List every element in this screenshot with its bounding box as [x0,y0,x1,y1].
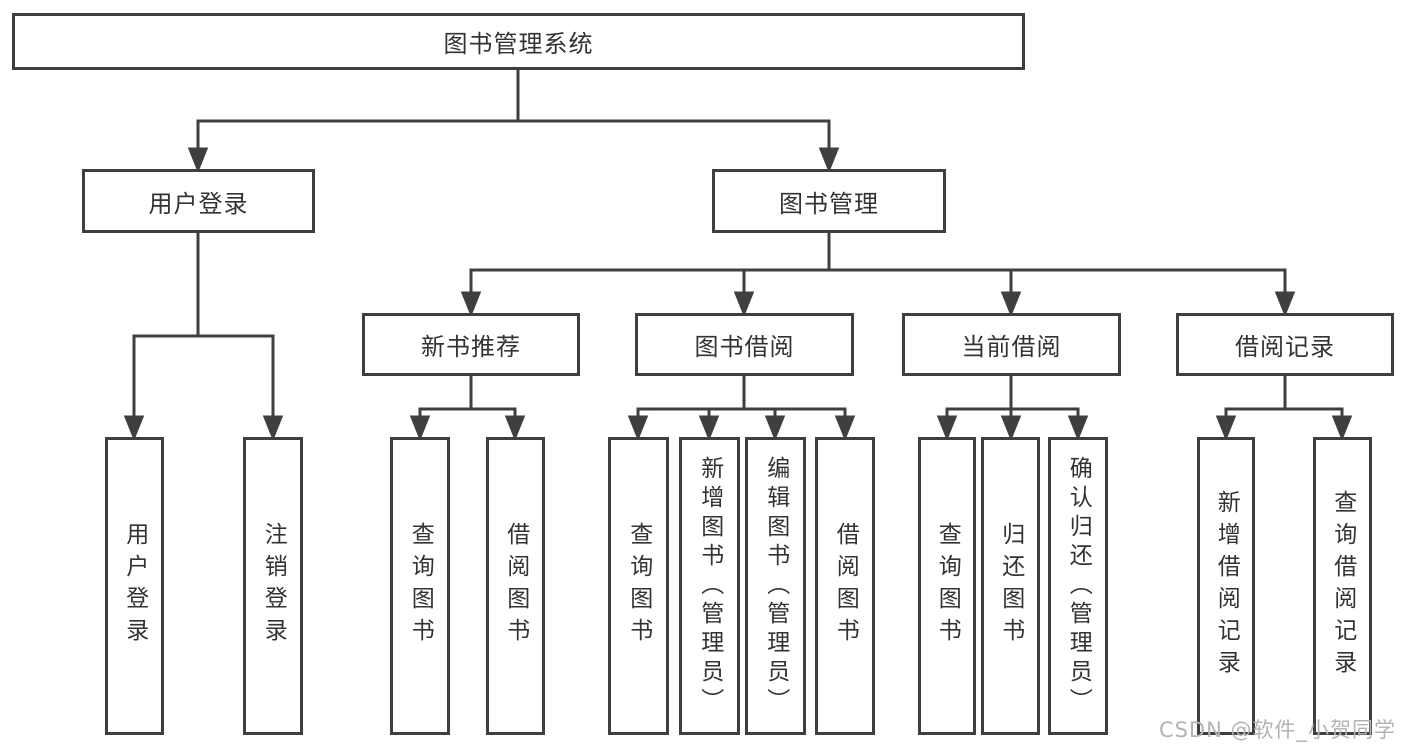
node-book-borrow-label: 图书借阅 [694,333,795,361]
leaf-edit-book-admin: 编辑图书（管理员） [745,437,806,735]
leaf-borrow-books-recommend-label: 借阅图书 [502,522,529,650]
leaf-query-borrow-record: 查询借阅记录 [1313,437,1372,735]
leaf-add-book-admin-label: 新增图书（管理员） [696,455,723,717]
leaf-edit-book-admin-label: 编辑图书（管理员） [762,455,789,717]
leaf-user-login-label: 用户登录 [121,522,148,650]
leaf-confirm-return-admin: 确认归还（管理员） [1048,437,1108,735]
connector-root-to-level2 [187,68,840,174]
leaf-query-books-current: 查询图书 [918,437,976,735]
leaf-query-borrow-record-label: 查询借阅记录 [1329,490,1356,682]
node-borrow-records: 借阅记录 [1176,313,1394,376]
connector-user-login-to-leaves [123,231,284,442]
leaf-add-borrow-record-label: 新增借阅记录 [1213,490,1240,682]
connector-book-mgmt-to-level3 [460,231,1296,318]
connector-current-to-leaves [936,374,1089,442]
leaf-query-books-current-label: 查询图书 [934,522,961,650]
leaf-query-books-recommend-label: 查询图书 [407,522,434,650]
node-book-borrow: 图书借阅 [635,313,854,376]
leaf-return-books-label: 归还图书 [997,522,1024,650]
leaf-query-books-recommend: 查询图书 [390,437,450,735]
node-current-borrow-label: 当前借阅 [961,333,1062,361]
leaf-logout: 注销登录 [243,437,303,735]
leaf-add-book-admin: 新增图书（管理员） [679,437,740,735]
leaf-logout-label: 注销登录 [260,522,287,650]
leaf-user-login: 用户登录 [105,437,164,735]
leaf-return-books: 归还图书 [981,437,1040,735]
node-borrow-records-label: 借阅记录 [1235,333,1335,361]
leaf-borrow-books-label: 借阅图书 [832,522,859,650]
connector-new-book-to-leaves [409,374,526,442]
leaf-query-books-borrow-label: 查询图书 [625,522,652,650]
leaf-confirm-return-admin-label: 确认归还（管理员） [1065,455,1092,717]
leaf-add-borrow-record: 新增借阅记录 [1197,437,1255,735]
node-new-book-recommend-label: 新书推荐 [421,333,521,361]
node-root: 图书管理系统 [12,13,1025,70]
leaf-borrow-books-recommend: 借阅图书 [486,437,545,735]
connector-book-borrow-to-leaves [627,374,856,442]
node-user-login-label: 用户登录 [148,189,249,218]
leaf-borrow-books: 借阅图书 [815,437,875,735]
connector-records-to-leaves [1215,374,1353,442]
node-user-login: 用户登录 [82,169,315,233]
node-root-label: 图书管理系统 [443,30,594,58]
node-new-book-recommend: 新书推荐 [362,313,580,376]
leaf-query-books-borrow: 查询图书 [608,437,669,735]
node-book-management-label: 图书管理 [779,189,879,218]
node-book-management: 图书管理 [712,169,946,233]
watermark: CSDN @软件_小贺同学 [1158,718,1396,742]
node-current-borrow: 当前借阅 [902,313,1121,376]
